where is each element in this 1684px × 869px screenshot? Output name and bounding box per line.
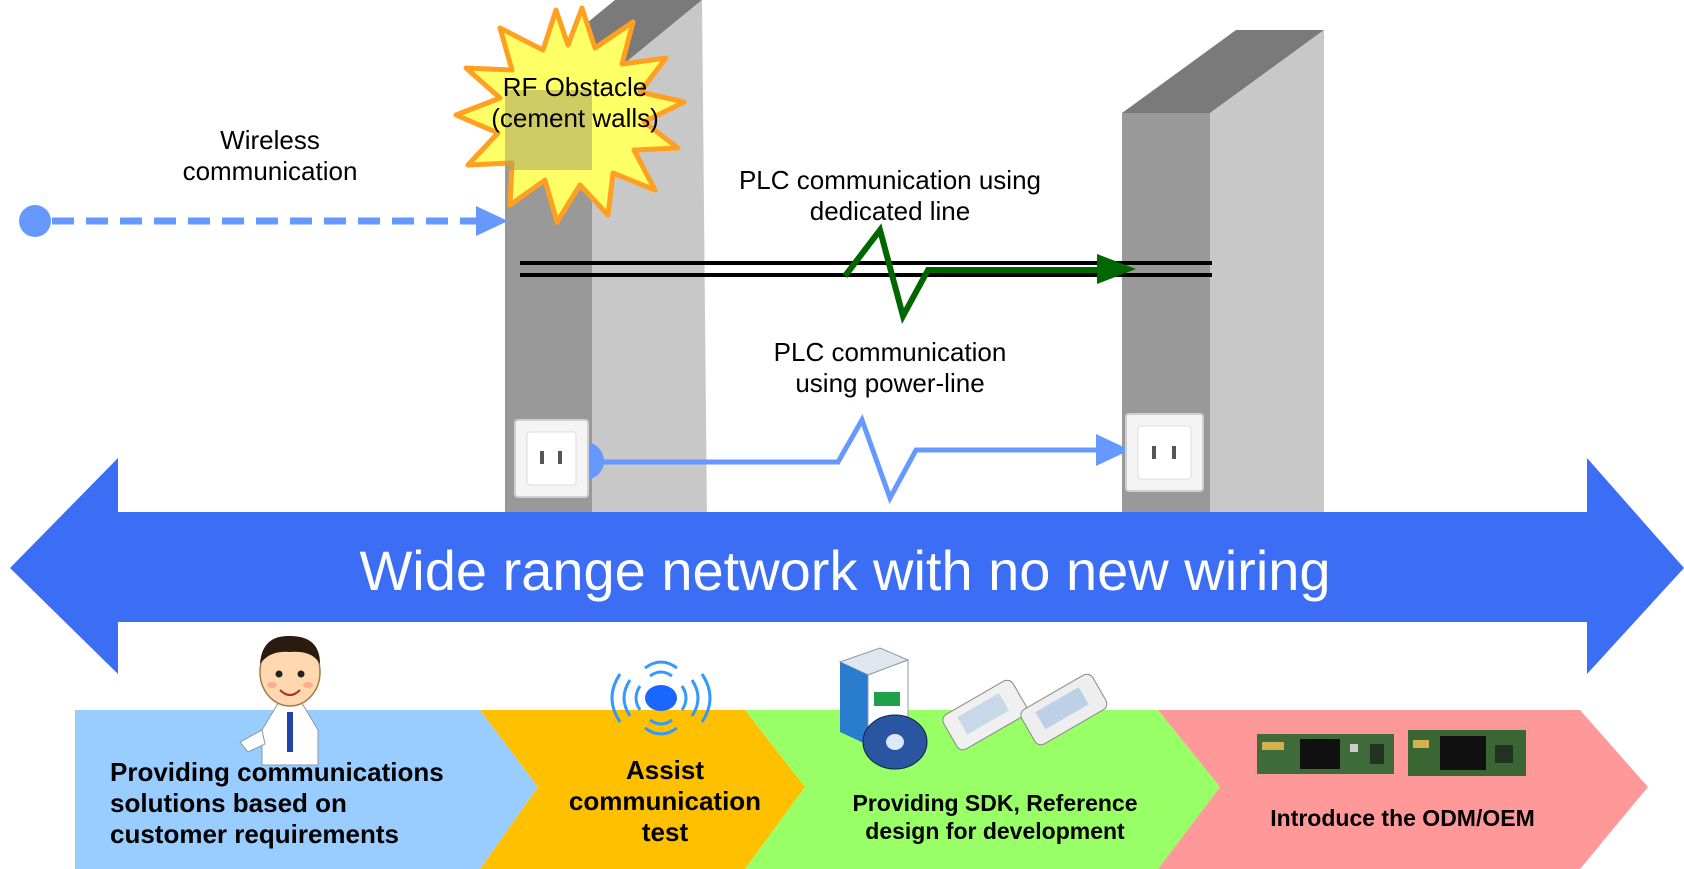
banner-title: Wide range network with no new wiring — [359, 539, 1331, 602]
step-3-line-1: Providing SDK, Reference — [852, 790, 1138, 816]
wall-through-burst — [505, 90, 592, 170]
step-2-line-2: communication — [568, 786, 762, 817]
dedicated-line — [520, 223, 1212, 325]
wireless-label: Wireless communication — [140, 125, 400, 187]
sdk-package-icon — [838, 647, 1108, 770]
step-2-line-1: Assist — [625, 755, 705, 785]
wireless-signal-icon — [610, 660, 712, 736]
range-arrow-banner — [10, 458, 1684, 674]
wireless-label-line-1: Wireless — [220, 125, 320, 155]
plc-power-label: PLC communication using power-line — [730, 337, 1050, 399]
plc-power-label-line-2: using power-line — [795, 368, 985, 399]
step-4-text: Introduce the ODM/OEM — [1225, 805, 1580, 833]
step-4-line-1: Introduce the ODM/OEM — [1270, 805, 1535, 831]
step-2-text: Assist communication test — [540, 755, 790, 849]
step-4-chevron — [1158, 710, 1648, 869]
step-1-chevron — [75, 710, 538, 869]
circuit-board-icon — [1257, 730, 1526, 776]
plc-power-label-line-1: PLC communication — [773, 337, 1007, 367]
rf-obstacle-label-line-1: RF Obstacle — [502, 72, 648, 102]
rf-obstacle-label: RF Obstacle (cement walls) — [430, 72, 720, 134]
power-outlet-icon — [514, 419, 589, 498]
step-3-line-2: design for development — [865, 817, 1125, 844]
plc-dedicated-label-line-1: PLC communication using — [738, 165, 1042, 195]
step-1-line-2: solutions based on — [110, 788, 347, 819]
plc-dedicated-label: PLC communication using dedicated line — [700, 165, 1080, 227]
step-1-text: Providing communications solutions based… — [110, 757, 540, 851]
rf-obstacle-label-line-2: (cement walls) — [491, 103, 659, 134]
step-1-line-3: customer requirements — [110, 819, 399, 850]
person-icon — [239, 635, 321, 766]
step-2-chevron — [480, 710, 805, 869]
step-3-text: Providing SDK, Reference design for deve… — [815, 790, 1175, 845]
wireless-arrow — [19, 205, 508, 237]
power-outlet-icon — [1125, 413, 1204, 492]
step-1-line-1: Providing communications — [110, 757, 444, 787]
plc-dedicated-label-line-2: dedicated line — [809, 196, 971, 227]
step-2-line-3: test — [641, 817, 689, 848]
wireless-label-line-2: communication — [182, 156, 358, 187]
